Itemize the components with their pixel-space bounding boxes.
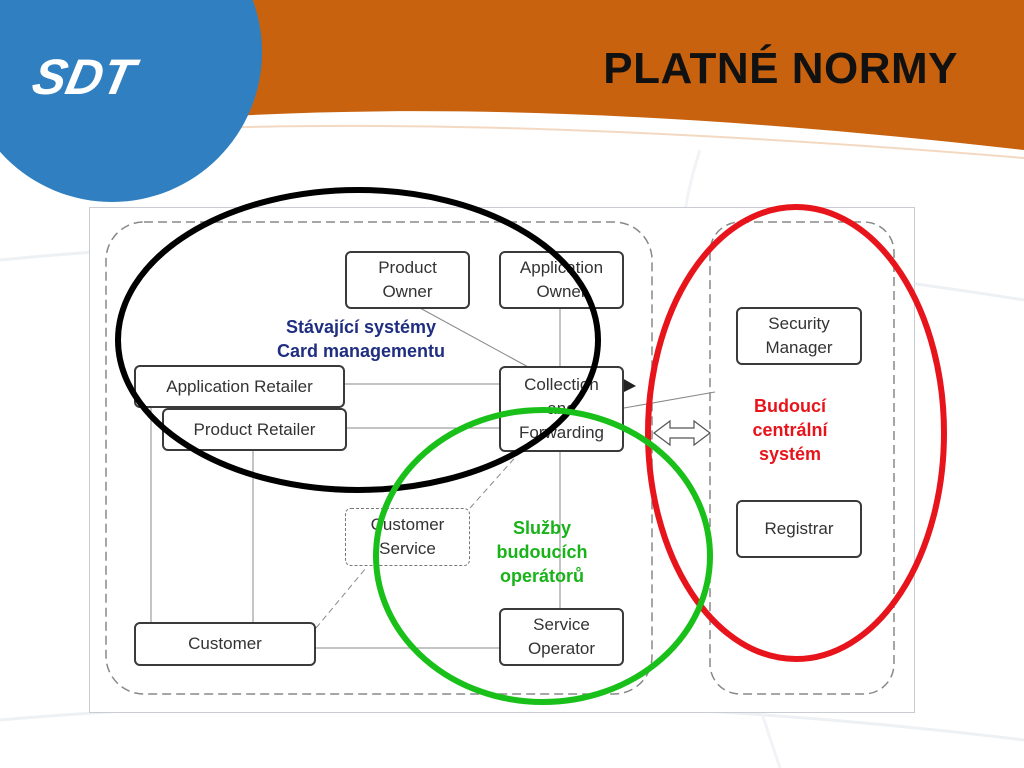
connector-line xyxy=(469,451,521,509)
node-security-manager: Security Manager xyxy=(736,307,862,365)
arrowhead xyxy=(622,378,636,392)
logo-circle xyxy=(0,0,262,202)
connector-line xyxy=(315,567,367,629)
double-arrow-icon xyxy=(653,419,711,447)
annotation-operator-services: Služby budoucích operátorů xyxy=(496,518,588,586)
node-service-operator: Service Operator xyxy=(499,608,624,666)
sdt-logo: SDT xyxy=(28,49,144,105)
node-customer-service: Customer Service xyxy=(345,508,470,566)
annotation-future-central: Budoucí centrální systém xyxy=(752,396,828,464)
node-collection-forwarding: Collection and Forwarding xyxy=(499,366,624,452)
node-application-owner: Application Owner xyxy=(499,251,624,309)
slide-title: PLATNÉ NORMY xyxy=(603,44,958,93)
connector-line xyxy=(623,391,716,409)
annotation-existing-systems: Stávající systémy Card managementu xyxy=(276,317,446,361)
node-product-owner: Product Owner xyxy=(345,251,470,309)
node-application-retailer: Application Retailer xyxy=(134,365,345,408)
node-registrar: Registrar xyxy=(736,500,862,558)
node-product-retailer: Product Retailer xyxy=(162,408,347,451)
node-customer: Customer xyxy=(134,622,316,666)
